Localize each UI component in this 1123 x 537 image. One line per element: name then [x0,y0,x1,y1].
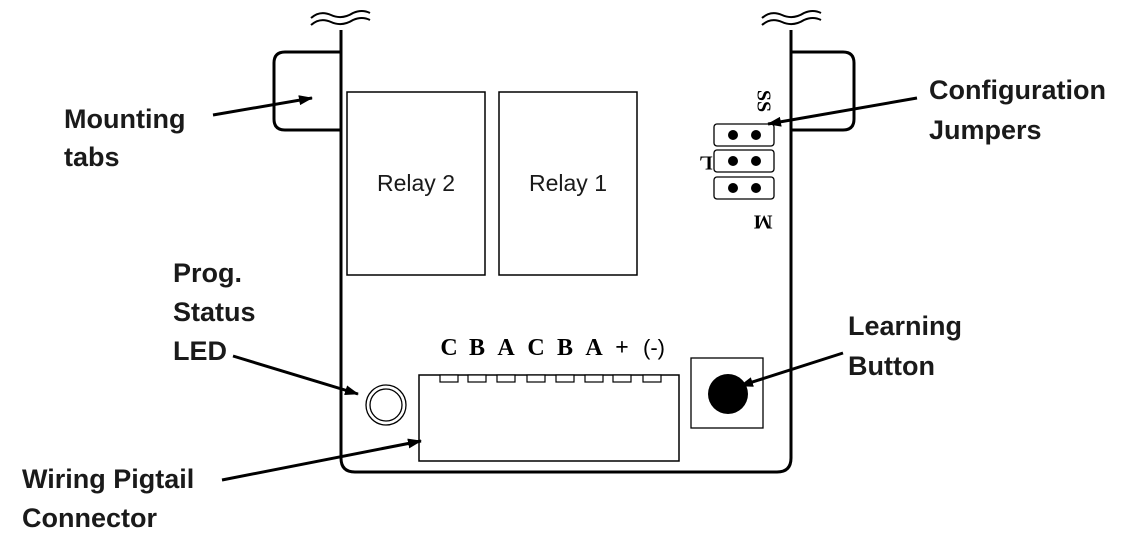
arrow-configuration-jumpers [767,96,918,127]
connector-pin [496,374,516,383]
jumper-pin [728,183,738,193]
terminal-labels: C B A C B A + (-) [440,335,665,361]
learning-button [690,357,764,429]
arrow-mounting-tabs [212,95,313,117]
terminal-label-c1: C [440,335,457,361]
arrow-wiring-connector [221,438,422,482]
jumper-m-block [713,176,775,200]
relay-1-box [498,91,638,276]
terminal-label-b1: B [469,335,485,361]
terminal-label-plus: + [615,335,629,361]
status-led [365,384,407,426]
mounting-tab-right [791,50,856,132]
jumper-label-l: L [699,151,712,173]
relay-2-label: Relay 2 [377,170,455,196]
jumper-label-m: M [753,210,772,232]
terminal-label-a2: A [585,335,603,361]
jumper-pin [751,183,761,193]
callout-prog-status-led: Prog. Status LED [173,258,263,366]
arrow-status-led [232,354,359,396]
jumper-pin [728,156,738,166]
jumper-label-ss: SS [752,90,774,112]
arrow-learning-button [739,351,844,388]
callout-learning-button: Learning Button [848,311,970,381]
jumper-pin [751,156,761,166]
connector-pin [526,374,546,383]
connector-pin [439,374,459,383]
terminal-label-b2: B [557,335,573,361]
terminal-label-a1: A [497,335,515,361]
jumper-pin [751,130,761,140]
connector-pin [612,374,632,383]
connector-body [418,374,680,462]
board-outline [339,30,793,474]
terminal-label-c2: C [527,335,544,361]
wiring-connector [418,374,680,462]
connector-pin [555,374,575,383]
configuration-jumpers: SS L M [699,90,775,232]
connector-pin [642,374,662,383]
terminal-label-minus: (-) [643,335,665,360]
connector-pin [584,374,604,383]
callout-configuration-jumpers: Configuration Jumpers [929,75,1113,145]
connector-pin [467,374,487,383]
jumper-l-block [713,149,775,173]
callout-wiring-pigtail-connector: Wiring Pigtail Connector [22,464,202,533]
relay-1-label: Relay 1 [529,170,607,196]
break-mark-right [761,10,822,26]
break-mark-left [310,10,371,26]
jumper-pin [728,130,738,140]
mounting-tab-left [272,50,341,132]
jumper-ss-block [713,123,775,147]
relay-2-box [346,91,486,276]
callout-mounting-tabs: Mounting tabs [64,104,193,172]
